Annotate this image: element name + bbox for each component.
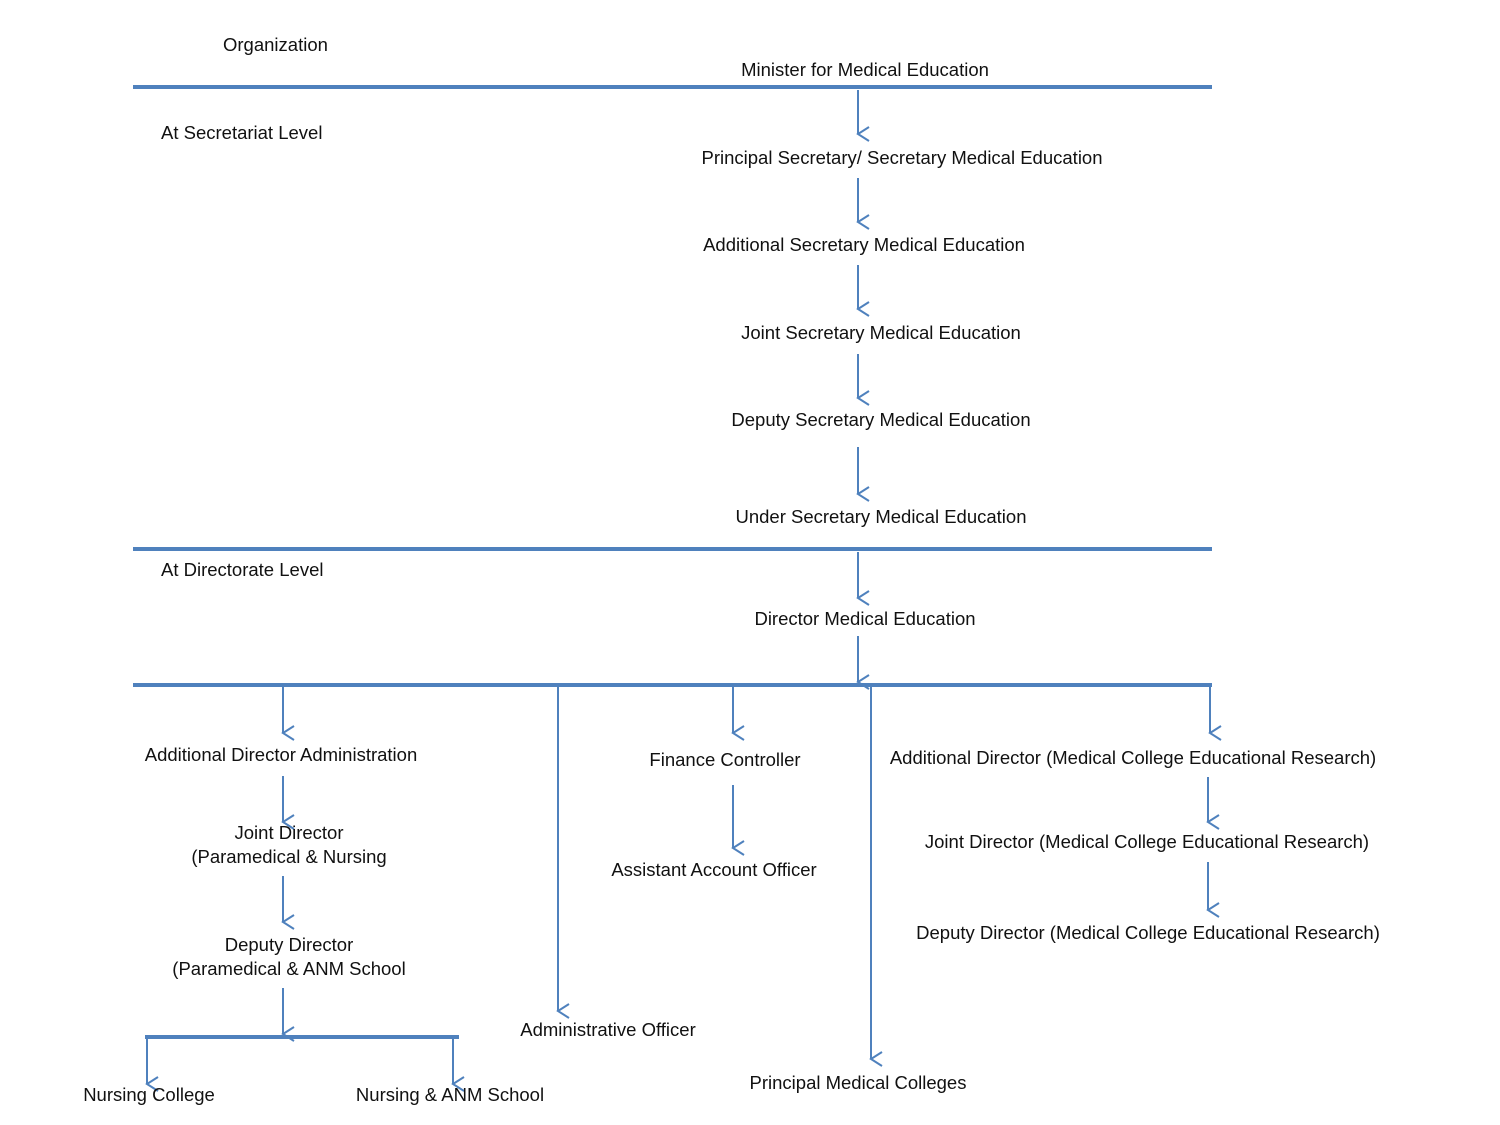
node-principal-secretary: Principal Secretary/ Secretary Medical E… [701, 147, 1103, 168]
joint-director-title: Joint Director [234, 822, 344, 843]
node-additional-director-administration: Additional Director Administration [144, 744, 418, 765]
node-administrative-officer: Administrative Officer [520, 1019, 696, 1040]
node-under-secretary: Under Secretary Medical Education [735, 506, 1027, 527]
deputy-director-scope: (Paramedical & ANM School [172, 958, 406, 979]
node-deputy-secretary: Deputy Secretary Medical Education [731, 409, 1031, 430]
page-title: Organization [223, 34, 328, 55]
node-joint-director-research: Joint Director (Medical College Educatio… [924, 831, 1370, 852]
node-deputy-director-anm: Deputy Director (Paramedical & ANM Schoo… [172, 933, 405, 981]
node-additional-secretary: Additional Secretary Medical Education [703, 234, 1025, 255]
node-deputy-director-research: Deputy Director (Medical College Educati… [916, 922, 1380, 943]
joint-director-scope: (Paramedical & Nursing [191, 846, 387, 867]
node-finance-controller: Finance Controller [649, 749, 801, 770]
secretariat-level-label: At Secretariat Level [161, 122, 323, 143]
node-nursing-college: Nursing College [83, 1084, 215, 1105]
node-assistant-account-officer: Assistant Account Officer [611, 859, 817, 880]
node-nursing-anm-school: Nursing & ANM School [355, 1084, 545, 1105]
node-minister: Minister for Medical Education [741, 59, 989, 80]
node-joint-director-nursing: Joint Director (Paramedical & Nursing [191, 821, 386, 869]
node-principal-medical-colleges: Principal Medical Colleges [749, 1072, 967, 1093]
directorate-level-label: At Directorate Level [161, 559, 324, 580]
node-director-medical-education: Director Medical Education [754, 608, 976, 629]
deputy-director-title: Deputy Director [224, 934, 354, 955]
node-additional-director-research: Additional Director (Medical College Edu… [889, 747, 1377, 768]
node-joint-secretary: Joint Secretary Medical Education [741, 322, 1021, 343]
